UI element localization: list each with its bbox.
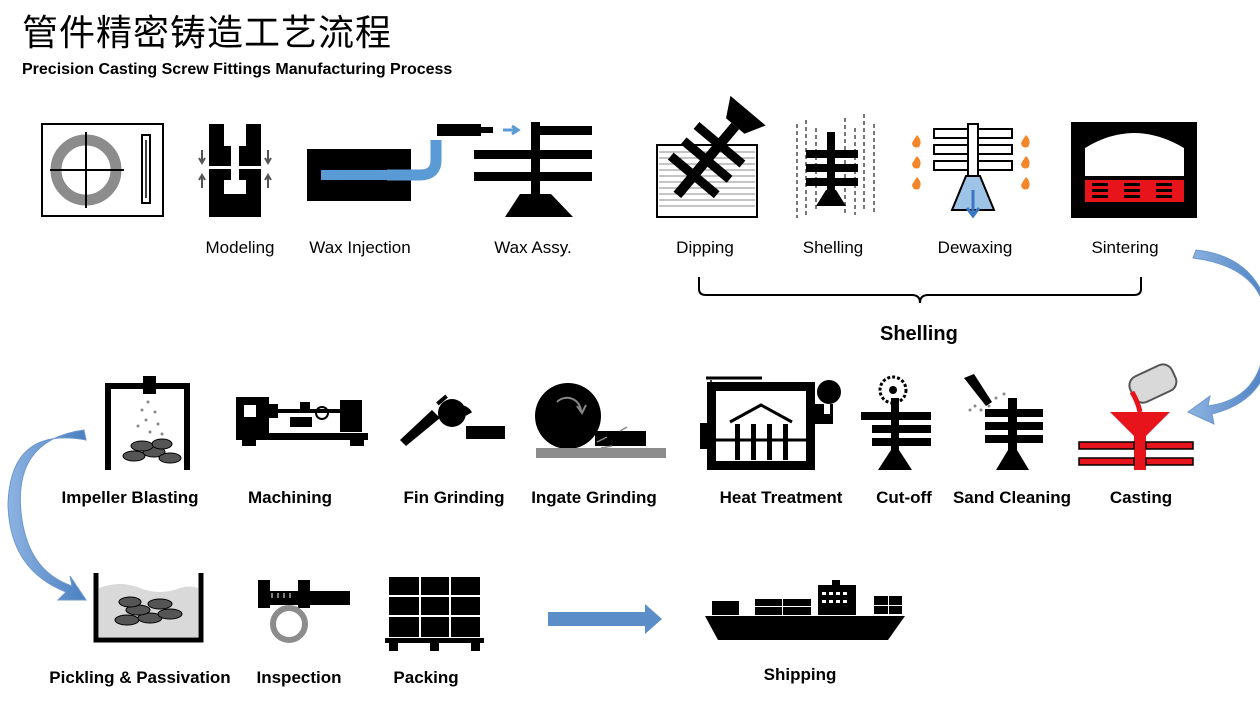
dewaxing-icon bbox=[912, 123, 1030, 219]
wax-injection-icon bbox=[307, 140, 442, 201]
step-label-pickling-passivation: Pickling & Passivation bbox=[49, 668, 231, 687]
step-label-wax-injection: Wax Injection bbox=[309, 238, 411, 257]
sintering-furnace-icon bbox=[1071, 122, 1197, 218]
ingate-grinding-icon bbox=[535, 383, 666, 458]
step-label-fin-grinding: Fin Grinding bbox=[403, 488, 505, 507]
step-label-casting: Casting bbox=[1109, 488, 1173, 507]
step-label-ingate-grinding: Ingate Grinding bbox=[531, 488, 657, 507]
sand-cleaning-icon bbox=[964, 374, 1043, 470]
cut-off-saw-icon bbox=[861, 375, 931, 470]
step-label-cut-off: Cut-off bbox=[876, 488, 932, 507]
pickling-tank-icon bbox=[93, 573, 204, 643]
step-label-shipping: Shipping bbox=[763, 665, 837, 684]
step-label-packing: Packing bbox=[393, 668, 459, 687]
dipping-icon bbox=[656, 95, 766, 218]
step-label-shelling: Shelling bbox=[802, 238, 864, 257]
shelling-group-label: Shelling bbox=[880, 323, 958, 345]
step-label-dipping: Dipping bbox=[676, 238, 734, 257]
cargo-ship-icon bbox=[705, 580, 905, 640]
step-label-sand-cleaning: Sand Cleaning bbox=[952, 488, 1072, 507]
lathe-icon bbox=[236, 397, 368, 446]
step-label-machining: Machining bbox=[247, 488, 333, 507]
step-label-modeling: Modeling bbox=[205, 238, 275, 257]
flow-arrow-right-curve bbox=[1187, 249, 1260, 425]
step-label-wax-assy: Wax Assy. bbox=[494, 238, 572, 257]
pallet-boxes-icon bbox=[385, 577, 484, 651]
caliper-icon bbox=[258, 580, 350, 643]
step-label-sintering: Sintering bbox=[1091, 238, 1159, 257]
flow-arrow-to-shipping bbox=[548, 604, 662, 634]
mould-icon bbox=[198, 124, 272, 217]
page-title-chinese: 管件精密铸造工艺流程 bbox=[22, 13, 393, 54]
impeller-blasting-icon bbox=[105, 376, 190, 470]
shelling-group-bracket bbox=[698, 277, 1142, 304]
heat-treatment-furnace-icon bbox=[700, 376, 841, 470]
drawing-icon bbox=[41, 123, 164, 217]
fin-grinding-icon bbox=[400, 394, 505, 446]
shelling-icon bbox=[796, 114, 875, 218]
flow-arrow-left-curve bbox=[7, 429, 87, 601]
step-label-impeller-blasting: Impeller Blasting bbox=[61, 488, 199, 507]
casting-icon bbox=[1078, 363, 1194, 470]
page-subtitle: Precision Casting Screw Fittings Manufac… bbox=[22, 61, 453, 78]
step-label-heat-treatment: Heat Treatment bbox=[719, 488, 843, 507]
step-label-inspection: Inspection bbox=[256, 668, 342, 687]
wax-tree-icon bbox=[437, 122, 592, 217]
step-label-dewaxing: Dewaxing bbox=[937, 238, 1013, 257]
